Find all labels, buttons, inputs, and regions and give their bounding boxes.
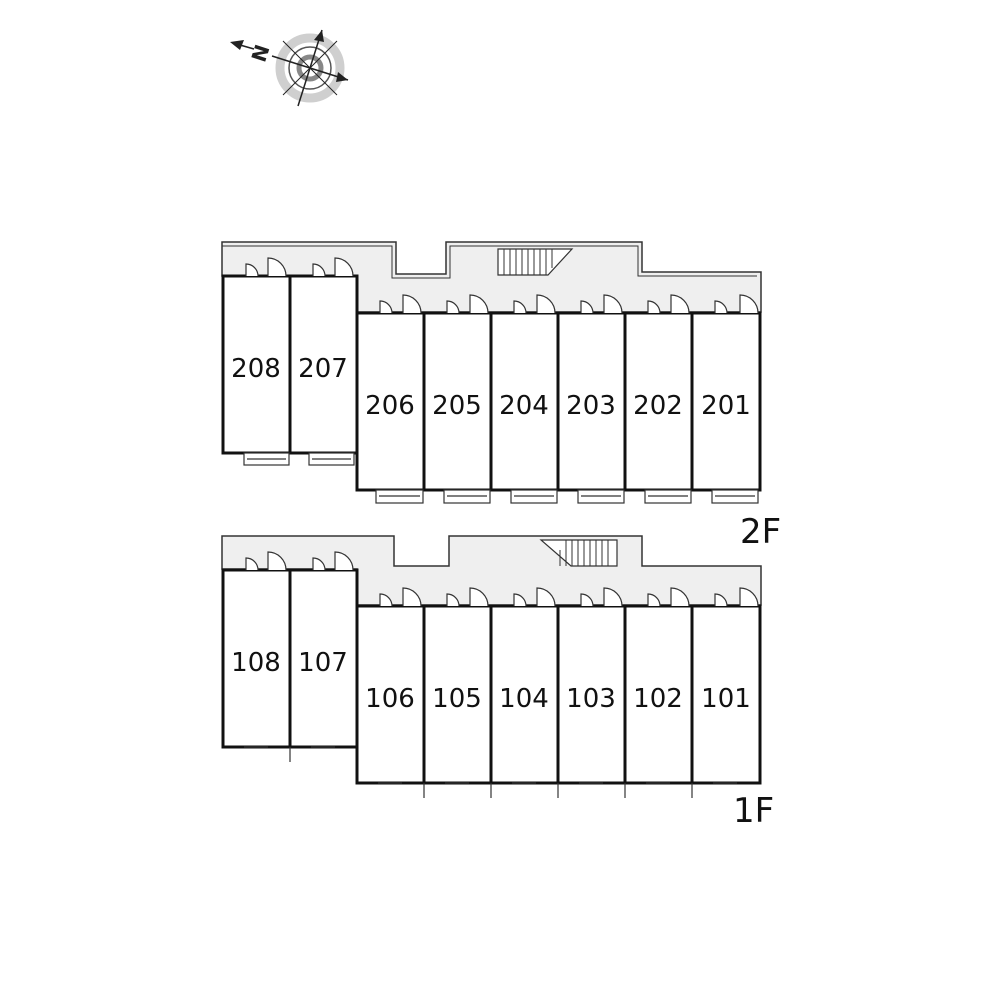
compass-north-label: N (247, 42, 275, 65)
windows-1f (244, 746, 737, 798)
unit-label-205: 205 (432, 391, 482, 421)
unit-206[interactable] (355, 311, 426, 492)
compass-rose-icon: N (230, 29, 349, 107)
unit-205[interactable] (422, 311, 493, 492)
unit-202[interactable] (623, 311, 694, 492)
unit-label-206: 206 (365, 391, 415, 421)
unit-label-106: 106 (365, 684, 415, 714)
unit-label-103: 103 (566, 684, 616, 714)
unit-label-104: 104 (499, 684, 549, 714)
staircase-2f (497, 248, 574, 276)
unit-103[interactable] (556, 604, 627, 785)
unit-104[interactable] (489, 604, 560, 785)
floor-1f: 108 107 106 105 104 103 102 101 1F (221, 535, 774, 831)
unit-label-101: 101 (701, 684, 751, 714)
unit-label-204: 204 (499, 391, 549, 421)
unit-label-201: 201 (701, 391, 751, 421)
unit-label-105: 105 (432, 684, 482, 714)
floor-label-2f: 2F (740, 512, 781, 552)
floor-2f: 208 207 206 205 204 203 202 201 2F (221, 241, 781, 552)
balconies-2f (243, 452, 759, 504)
unit-label-102: 102 (633, 684, 683, 714)
unit-label-207: 207 (298, 354, 348, 384)
unit-label-202: 202 (633, 391, 683, 421)
staircase-1f (539, 539, 618, 567)
unit-label-208: 208 (231, 354, 281, 384)
door-swings-1f (245, 551, 759, 607)
unit-label-107: 107 (298, 648, 348, 678)
unit-101[interactable] (690, 604, 762, 785)
unit-label-108: 108 (231, 648, 281, 678)
unit-204[interactable] (489, 311, 560, 492)
door-swings-2f (245, 257, 759, 314)
floor-label-1f: 1F (733, 791, 774, 831)
unit-label-203: 203 (566, 391, 616, 421)
